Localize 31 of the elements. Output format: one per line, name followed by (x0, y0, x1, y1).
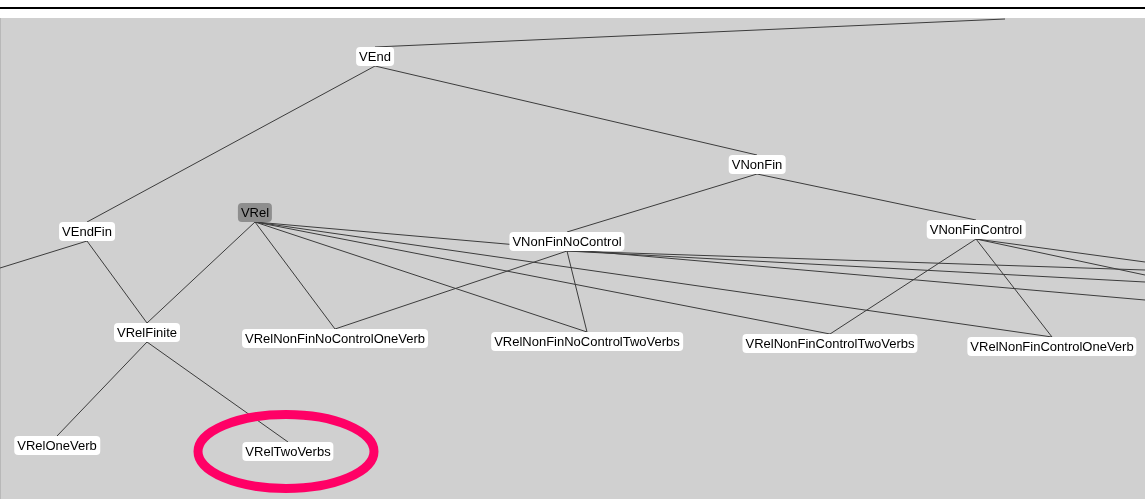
node-label: VRelNonFinControlTwoVerbs (742, 334, 918, 353)
connector-line (86, 65, 376, 223)
node-label: VRelNonFinControlOneVerb (967, 337, 1137, 356)
connector-line (0, 240, 88, 269)
connector-line (566, 173, 758, 233)
node-label: VRelTwoVerbs (242, 442, 334, 461)
node-label: VNonFinNoControl (509, 232, 625, 251)
connector-line (975, 238, 1053, 338)
connector-line (146, 341, 289, 443)
node-label: VRelNonFinNoControlTwoVerbs (491, 332, 683, 351)
connector-line (829, 238, 977, 335)
connector-line (254, 221, 588, 333)
selected-node-label: VRel (237, 203, 273, 222)
connector-line (56, 341, 148, 437)
node-label: VRelOneVerb (14, 436, 100, 455)
node-label: VEnd (356, 47, 394, 66)
connector-line (374, 18, 1006, 48)
node-label: VRelNonFinNoControlOneVerb (242, 329, 428, 348)
connector-line (756, 173, 977, 221)
connector-line (334, 250, 568, 330)
connector-line (566, 250, 1145, 283)
connector-line (566, 250, 588, 333)
connector-line (254, 221, 336, 330)
connector-line (146, 221, 256, 324)
connector-line (86, 240, 148, 324)
node-label: VNonFinControl (926, 220, 1026, 239)
node-label: VRelFinite (114, 323, 180, 342)
node-label: VEndFin (59, 222, 115, 241)
node-label: VNonFin (728, 155, 786, 174)
connector-line (975, 238, 1145, 276)
connector-line (374, 65, 758, 156)
